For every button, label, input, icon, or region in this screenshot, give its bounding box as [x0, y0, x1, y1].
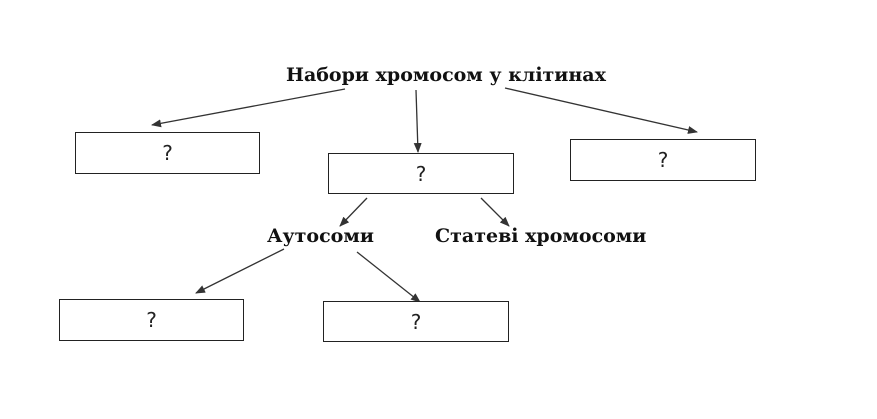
autosomes-label: Аутосоми	[267, 225, 374, 247]
arrow-autosomes-to-bottom-center-box	[356, 251, 421, 303]
bottom-left-box: ?	[59, 299, 244, 341]
arrow-autosomes-to-bottom-left-box	[195, 248, 285, 294]
bottom-center-box: ?	[323, 301, 509, 342]
top-center-box: ?	[328, 153, 514, 194]
arrow-title-to-right-box	[504, 87, 698, 134]
arrow-title-to-left-box	[151, 88, 346, 128]
arrow-center-box-to-autosomes	[339, 197, 368, 227]
arrow-title-to-center-box	[413, 89, 422, 153]
diagram-title: Набори хромосом у клітинах	[286, 64, 606, 86]
arrow-center-box-to-sex-chromosomes	[480, 197, 510, 227]
top-right-box: ?	[570, 139, 756, 181]
sex-chromosomes-label: Статеві хромосоми	[435, 225, 647, 247]
top-left-box: ?	[75, 132, 260, 174]
